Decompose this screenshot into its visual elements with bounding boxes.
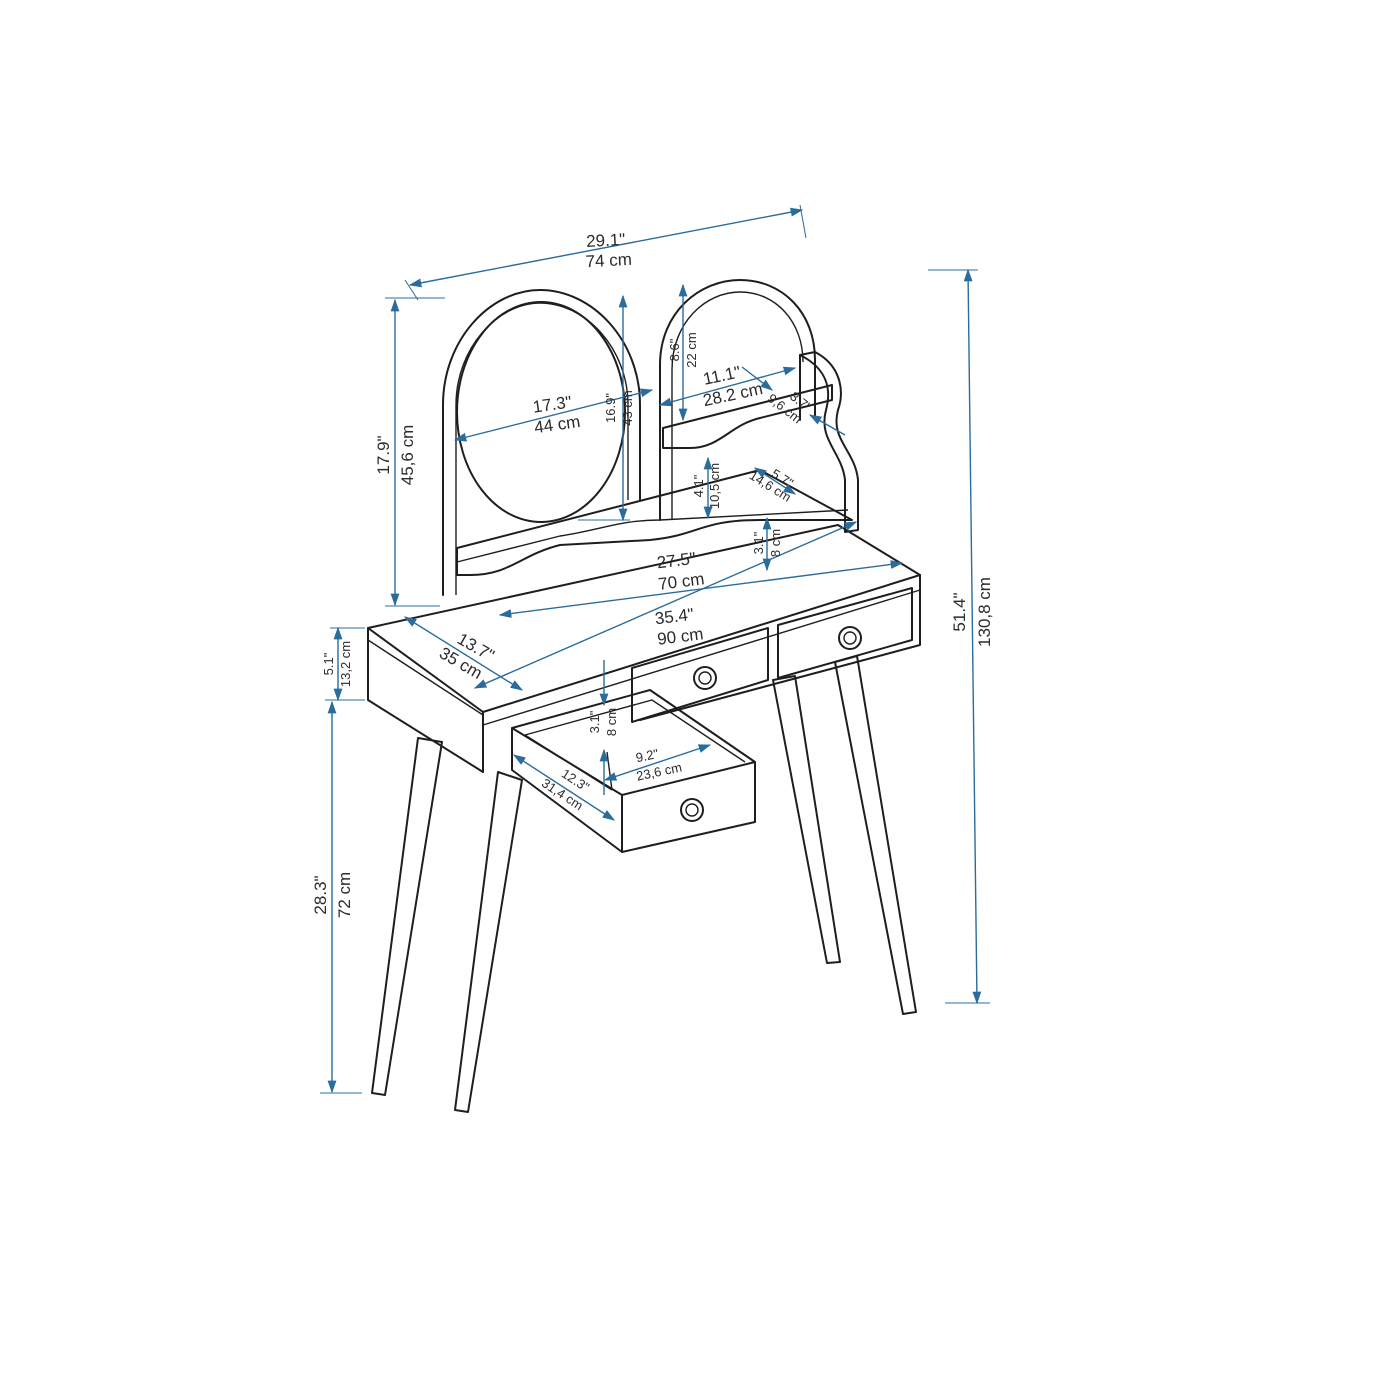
overall-width-inch: 29.1" [586, 230, 626, 251]
mirror-height-cm: 43 cm [620, 390, 635, 425]
leg-height-cm: 72 cm [335, 872, 354, 918]
shelf-height-inch: 3.1" [751, 531, 766, 554]
lower-shelf [456, 469, 853, 576]
table-top [367, 524, 921, 713]
drawer-knob [680, 798, 704, 822]
overall-width-cm: 74 cm [585, 250, 632, 271]
dimension-labels: 29.1" 74 cm 17.9" 45,6 cm 17.3" 44 cm 16… [311, 230, 994, 918]
drawer-height-inch: 3.1" [587, 710, 602, 733]
upper-shelf [662, 384, 833, 449]
mirror-frame-height-cm: 45,6 cm [398, 425, 417, 485]
drawer-knob [693, 666, 717, 690]
total-height-cm: 130,8 cm [975, 577, 994, 647]
shelf-side-panel [799, 351, 859, 533]
mirror-height-inch: 16.9" [603, 393, 618, 423]
leg-back-left [371, 737, 443, 1096]
leg-height-inch: 28.3" [311, 875, 330, 914]
drawer-width-inch: 9.2" [634, 746, 660, 765]
total-height-inch: 51.4" [950, 592, 969, 631]
shelf-spacing-inch: 4.1" [691, 474, 706, 497]
shelf-height-cm: 8 cm [768, 529, 783, 557]
inner-width-inch: 27.5" [656, 549, 697, 573]
table-width-inch: 35.4" [654, 605, 695, 629]
leg-front-right [834, 655, 917, 1015]
arch-top-height-inch: 8.6" [667, 338, 682, 361]
apron-height-inch: 5.1" [321, 652, 336, 675]
drawer-knob [838, 626, 862, 650]
left-mirror-frame [442, 289, 641, 596]
arch-top-height-cm: 22 cm [684, 332, 699, 367]
shelf-spacing-cm: 10,5 cm [707, 463, 722, 509]
leg-front-left [454, 771, 523, 1113]
leg-back-right [772, 675, 841, 964]
dimension-lines [320, 204, 990, 1094]
apron-height-cm: 13,2 cm [338, 641, 353, 687]
drawer-height-cm: 8 cm [604, 708, 619, 736]
mirror-frame-height-inch: 17.9" [374, 435, 393, 474]
vanity-table-drawing [367, 279, 921, 1113]
